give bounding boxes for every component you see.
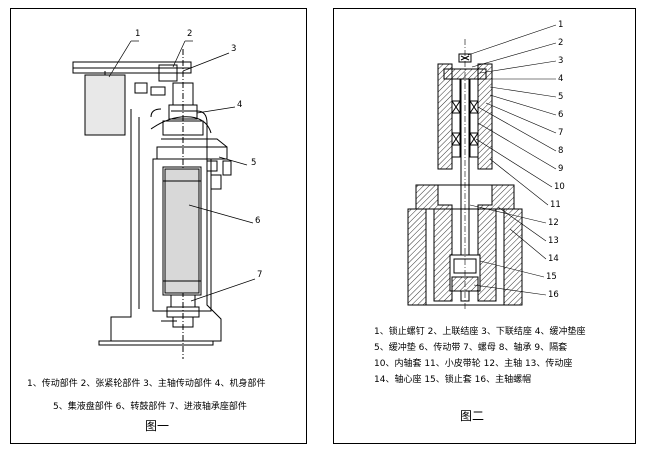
- figure2-callout-7: 7: [558, 128, 563, 138]
- figure1-callout-4: 4: [237, 100, 242, 110]
- figure2-label: 图二: [460, 409, 485, 423]
- figure2-callout-5: 5: [558, 92, 563, 102]
- figure2-callout-4: 4: [558, 74, 563, 84]
- figure1-callout-1: 1: [135, 29, 140, 39]
- figure2-callout-10: 10: [554, 182, 565, 192]
- figure1-callout-3: 3: [231, 44, 236, 54]
- figure-1-panel: 1 2 3 4 5 6 7 1、传动部件 2、张紧轮部件 3、主轴传动部件 4、…: [10, 8, 307, 444]
- figure2-callout-2: 2: [558, 38, 563, 48]
- figure1-callout-5: 5: [251, 158, 256, 168]
- figure1-callout-6: 6: [255, 216, 260, 226]
- figure1-callout-7: 7: [257, 270, 262, 280]
- figure2-callout-1: 1: [558, 20, 563, 30]
- figure2-callout-8: 8: [558, 146, 563, 156]
- figure1-caption-line-1: 1、传动部件 2、张紧轮部件 3、主轴传动部件 4、机身部件: [27, 379, 266, 389]
- figure2-callout-16: 16: [548, 290, 559, 300]
- figure2-callout-14: 14: [548, 254, 559, 264]
- figure2-callout-15: 15: [546, 272, 557, 282]
- spindle-section-drawing: 1 2 3 4 5 6 7 8 9 10 11 12 13 14 15 16: [407, 20, 565, 311]
- figure2-callout-11: 11: [550, 200, 561, 210]
- figure2-callout-12: 12: [548, 218, 559, 228]
- figure2-callout-13: 13: [548, 236, 559, 246]
- figure2-caption-line-2: 5、缓冲垫 6、传动带 7、螺母 8、轴承 9、隔套: [374, 343, 568, 353]
- centrifuge-assembly-drawing: 1 2 3 4 5 6 7: [72, 29, 262, 359]
- figure-2-panel: 1 2 3 4 5 6 7 8 9 10 11 12 13 14 15 16 1…: [333, 8, 636, 444]
- figure2-caption-line-3: 10、内轴套 11、小皮带轮 12、主轴 13、传动座: [374, 359, 573, 369]
- figure1-caption-line-2: 5、集液盘部件 6、转鼓部件 7、进液轴承座部件: [53, 402, 247, 412]
- figure1-callout-2: 2: [187, 29, 192, 39]
- figure2-caption-line-4: 14、轴心座 15、锁止套 16、主轴螺帽: [374, 375, 532, 385]
- figure2-caption-line-1: 1、锁止螺钉 2、上联结座 3、下联结座 4、缓冲垫座: [374, 327, 586, 337]
- figure2-callout-3: 3: [558, 56, 563, 66]
- figure2-callout-9: 9: [558, 164, 563, 174]
- figure2-callout-6: 6: [558, 110, 563, 120]
- figure1-label: 图一: [145, 419, 170, 433]
